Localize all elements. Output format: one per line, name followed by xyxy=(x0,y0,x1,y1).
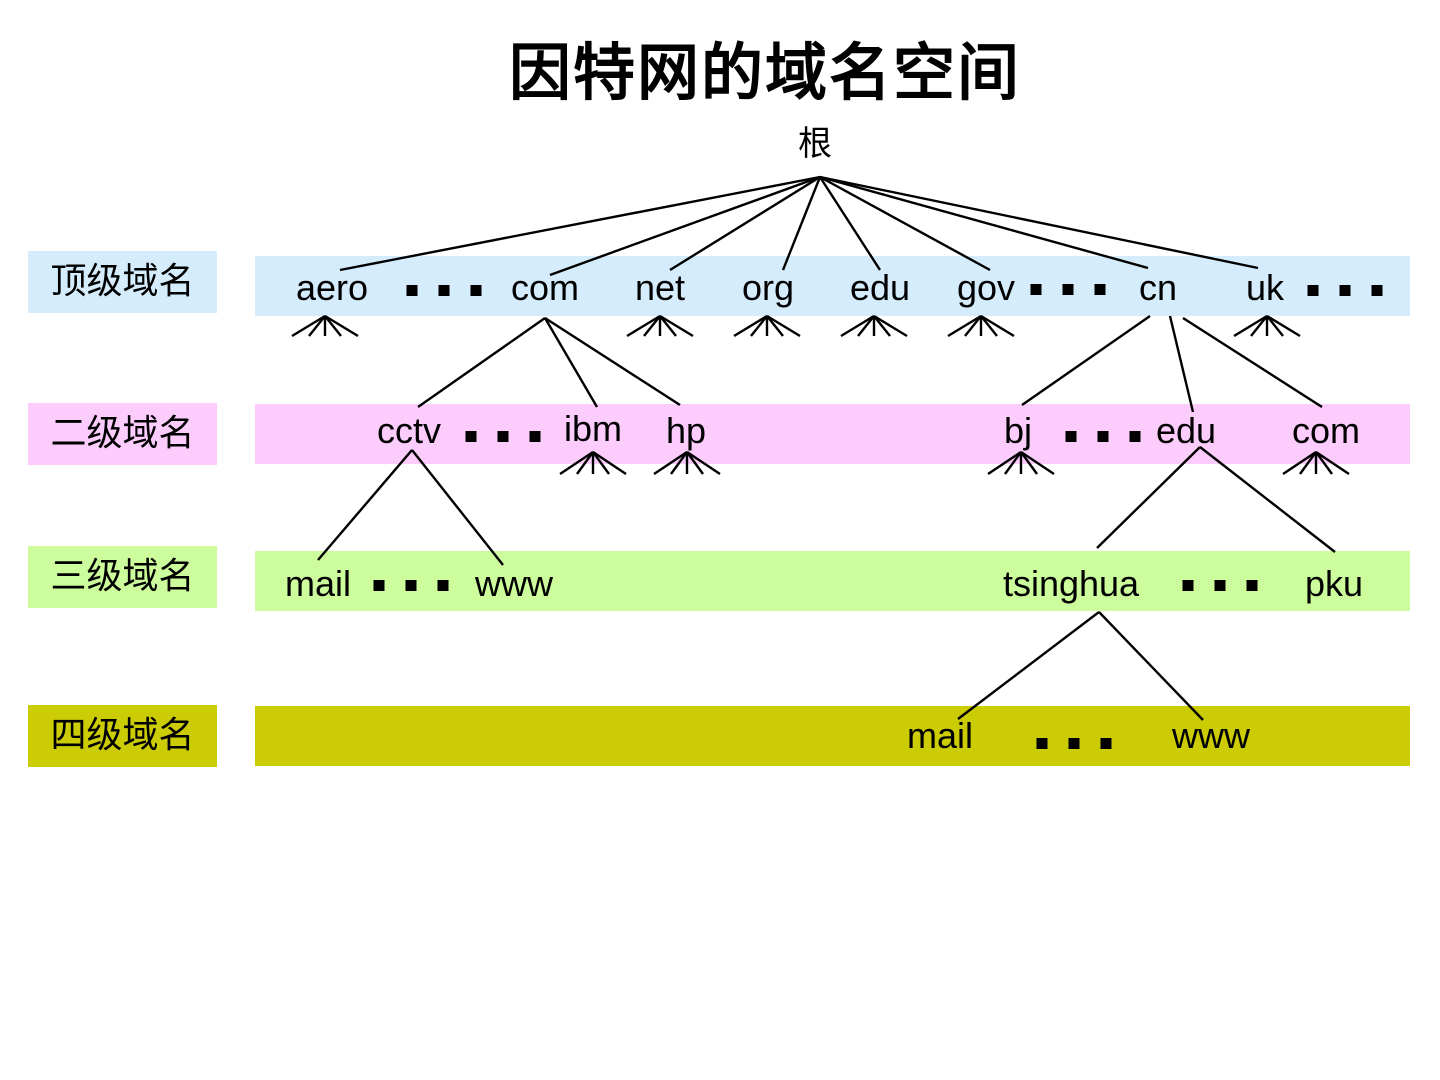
level-label-third: 三级域名 xyxy=(28,546,217,608)
cn-edu-edges xyxy=(1096,446,1336,553)
node-cctv: cctv xyxy=(376,410,442,451)
node-bj: bj xyxy=(1003,410,1033,451)
fan-edu xyxy=(840,314,908,338)
node-cn-com: com xyxy=(1291,410,1361,451)
fan-net xyxy=(626,314,694,338)
level-label-top: 顶级域名 xyxy=(28,251,217,313)
node-pku: pku xyxy=(1304,563,1364,604)
band-second-level xyxy=(255,404,1410,464)
node-gov: gov xyxy=(956,267,1016,308)
tsinghua-edges xyxy=(957,611,1204,721)
ellipsis-top-1 xyxy=(406,285,482,297)
node-hp: hp xyxy=(665,410,707,451)
cn-edges xyxy=(1021,315,1323,413)
node-cn-edu: edu xyxy=(1155,410,1217,451)
cctv-edges xyxy=(317,449,504,566)
node-ibm: ibm xyxy=(563,408,623,449)
fan-ibm xyxy=(559,451,627,475)
ellipsis-top-2 xyxy=(1030,284,1106,296)
node-cn: cn xyxy=(1138,267,1178,308)
fan-uk xyxy=(1233,314,1301,338)
node-uk: uk xyxy=(1245,267,1285,308)
fan-hp xyxy=(653,451,721,475)
com-edges xyxy=(417,316,681,408)
fan-cn-com xyxy=(1282,451,1350,475)
ellipsis-fourth-1 xyxy=(1036,738,1112,750)
band-fourth-level xyxy=(255,706,1410,766)
node-edu: edu xyxy=(849,267,911,308)
node-org: org xyxy=(741,267,795,308)
fan-bj xyxy=(987,451,1055,475)
level-label-fourth: 四级域名 xyxy=(28,705,217,767)
ellipsis-top-3 xyxy=(1307,285,1383,297)
node-tsinghua: tsinghua xyxy=(1002,563,1140,604)
level-label-second: 二级域名 xyxy=(28,403,217,465)
ellipsis-third-2 xyxy=(1182,580,1258,592)
fan-org xyxy=(733,314,801,338)
node-tsinghua-mail: mail xyxy=(906,715,974,756)
node-com: com xyxy=(510,267,580,308)
root-node: 根 xyxy=(798,124,832,164)
fan-gov xyxy=(947,314,1015,338)
page-title: 因特网的域名空间 xyxy=(508,36,1021,109)
fan-aero xyxy=(291,314,359,338)
node-cctv-mail: mail xyxy=(284,563,352,604)
ellipsis-third-1 xyxy=(373,580,449,592)
node-net: net xyxy=(634,267,686,308)
node-tsinghua-www: www xyxy=(1172,715,1250,756)
node-cctv-www: www xyxy=(475,563,553,604)
root-edges xyxy=(339,175,1259,277)
ellipsis-second-2 xyxy=(1065,431,1141,443)
node-aero: aero xyxy=(295,267,369,308)
ellipsis-second-1 xyxy=(465,431,541,443)
